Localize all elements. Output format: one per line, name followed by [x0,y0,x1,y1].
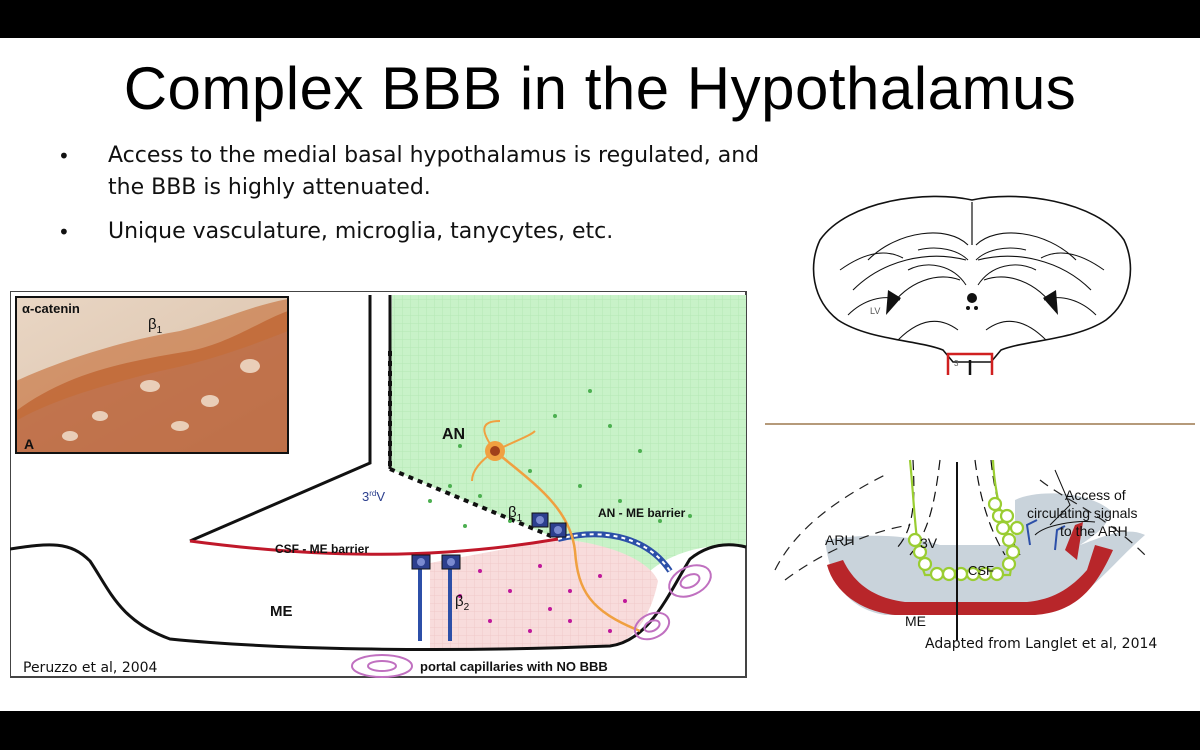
brain-coronal-section: LV 3 H [812,195,1132,375]
access-label-line3: to the ARH [1060,523,1128,539]
lateral-ventricle-left-icon [886,290,901,315]
beta2-label: β2 [455,593,470,613]
slide-title: Complex BBB in the Hypothalamus [123,55,1077,122]
csf-me-barrier-line [189,537,559,556]
hypothalamus-highlight-box [946,352,994,375]
slide: Complex BBB in the Hypothalamus • Access… [0,38,1200,711]
inset-beta1-label: β1 [148,316,163,336]
bullet-dot-icon: • [58,144,70,168]
me-label: ME [905,613,926,629]
csf-me-barrier-label: CSF - ME barrier [275,542,369,556]
green-dots [428,389,692,528]
an-label: AN [442,426,465,443]
portal-capillaries-caption: portal capillaries with NO BBB [420,659,608,674]
me-pink-region [430,539,658,651]
beta2-vessels [411,554,461,641]
third-ventricle-wall [189,295,372,543]
hypothalamus-schematic: α-catenin β1 A AN 3rdV CSF - ME barrier … [10,291,747,678]
lateral-ventricle-right-icon [1043,290,1058,315]
third-ventricle-dotted-wall [389,467,559,541]
alpha-catenin-micrograph [15,296,289,454]
axon [494,450,641,633]
bullet-text: Access to the medial basal hypothalamus … [108,143,760,200]
access-label-line2: circulating signals [1027,505,1138,521]
divider [765,423,1195,425]
tanycyte-cell-icons [531,512,567,538]
brain-outline [812,195,1132,363]
lv-label: LV [870,306,880,316]
bullet-text: Unique vasculature, microglia, tanycytes… [108,219,614,244]
3v-label: 3V [920,535,938,551]
arh-me-schematic: ARH 3V CSF ME Access of circulating sign… [774,459,1146,640]
me-label: ME [270,603,293,620]
an-me-barrier-label: AN - ME barrier [598,506,686,520]
bullet-list: • Access to the medial basal hypothalamu… [58,140,798,260]
inset-panel-label: A [24,436,34,452]
signal-arrow-icon [1025,519,1038,546]
third-ventricle-label: 3rdV [362,489,385,504]
peruzzo-credit: Peruzzo et al, 2004 [23,660,158,676]
bullet-dot-icon: • [58,220,70,244]
csf-label: CSF [968,563,994,578]
bullet-item: • Unique vasculature, microglia, tanycyt… [58,216,798,248]
an-region [390,295,746,571]
tanycyte-chain [907,459,1025,582]
bullet-item: • Access to the medial basal hypothalamu… [58,140,798,204]
beta1-label: β1 [508,504,523,524]
langlet-credit: Adapted from Langlet et al, 2014 [925,636,1158,652]
brain-3v-label: 3 [954,359,959,368]
access-label-line1: Access of [1065,487,1126,503]
magenta-dots [458,564,627,633]
arh-label: ARH [825,532,855,548]
portal-capillaries [351,564,712,678]
inset-alpha-catenin-label: α-catenin [22,301,80,316]
